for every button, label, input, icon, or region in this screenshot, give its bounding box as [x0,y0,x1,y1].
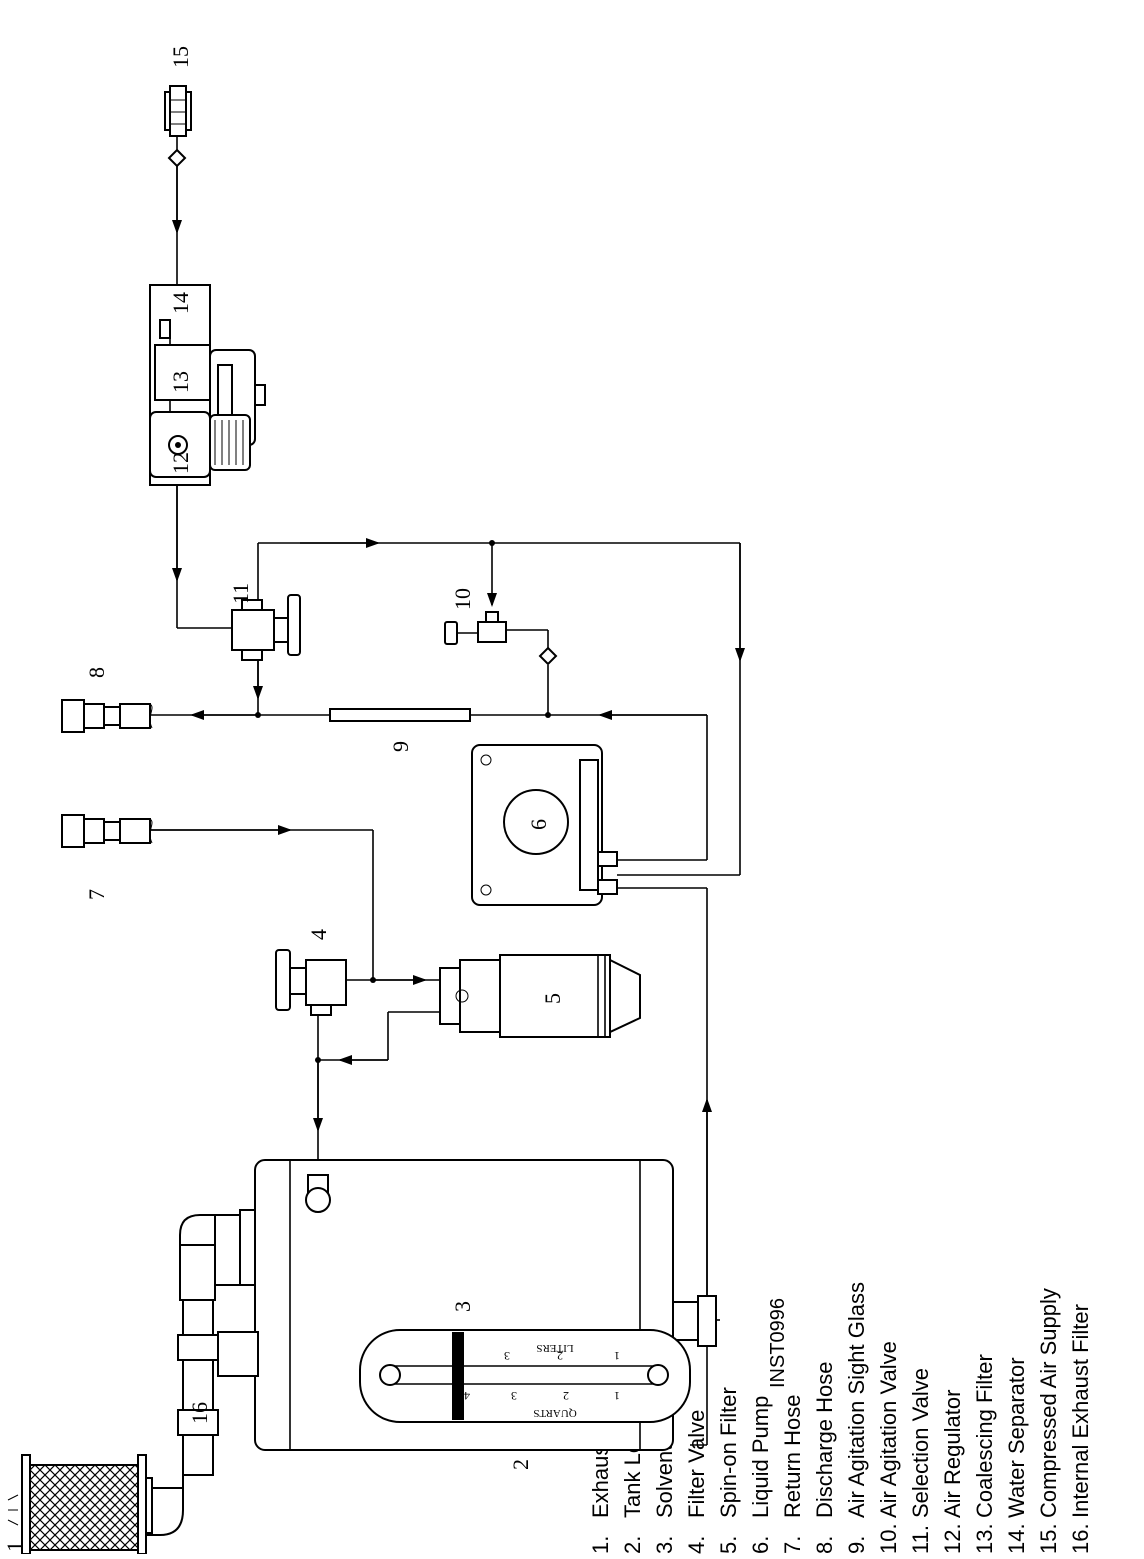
callout-15: 15 [168,46,193,68]
air-agitation-sight-glass [329,708,471,722]
callout-10: 10 [450,588,475,610]
legend-number: 5. [716,1536,741,1554]
legend-number: 3. [652,1536,677,1554]
legend-label: Filter Valve [684,1410,709,1518]
level-top-label: LITERS [536,1342,573,1354]
legend-label: Spin-on Filter [716,1387,741,1518]
callout-9: 9 [388,741,413,752]
legend-number: 10. [876,1523,901,1554]
legend-label: Water Separator [1004,1357,1029,1518]
liters-tick-label: 1 [614,1349,620,1363]
legend-label: Coalescing Filter [972,1354,997,1518]
callout-7: 7 [84,889,109,900]
legend-number: 8. [812,1536,837,1554]
callout-14: 14 [168,292,193,314]
tank-level-indicator: LITERS QUARTS 3 2 1 4 3 2 1 [359,1329,691,1423]
legend-number: 16. [1068,1523,1093,1554]
callout-16: 16 [187,1402,212,1424]
legend-label: Air Agitation Sight Glass [844,1282,869,1518]
exhaust-filter [7,1454,147,1555]
air-agitation-valve [444,611,558,666]
legend-label: Liquid Pump [748,1396,773,1518]
callout-8: 8 [84,667,109,678]
callout-13: 13 [168,371,193,393]
return-hose [61,814,153,848]
legend-label: Compressed Air Supply [1036,1288,1061,1518]
quarts-tick-label: 3 [511,1389,517,1403]
legend-label: Air Agitation Valve [876,1341,901,1518]
legend-number: 4. [684,1536,709,1554]
compressed-air-supply [164,85,192,168]
legend-number: 6. [748,1536,773,1554]
filter-valve [275,949,347,1016]
callout-6: 6 [526,819,551,830]
liquid-pump [471,744,618,906]
discharge-hose [61,699,153,733]
callout-5: 5 [540,993,565,1004]
quarts-tick-label: 4 [464,1389,470,1403]
callout-11: 11 [228,583,253,604]
level-bottom-label: QUARTS [533,1407,576,1419]
drawing-id: INST0996 [767,1298,789,1388]
callout-12: 12 [168,452,193,474]
legend-number: 13. [972,1523,997,1554]
legend-number: 7. [780,1536,805,1554]
air-regulator [149,400,251,478]
callouts: 15 14 13 12 11 10 8 9 6 7 4 5 3 16 2 1 I… [2,46,789,1552]
liters-tick-label: 3 [504,1349,510,1363]
legend-label: Air Regulator [940,1390,965,1518]
legend-number: 12. [940,1523,965,1554]
selection-valve [231,594,301,661]
quarts-tick-label: 2 [563,1389,569,1403]
legend-number: 1. [588,1536,613,1554]
quarts-tick-label: 1 [614,1389,620,1403]
legend-label: Discharge Hose [812,1361,837,1518]
callout-2: 2 [508,1459,533,1470]
spin-on-filter [439,954,641,1038]
legend-number: 9. [844,1536,869,1554]
callout-4: 4 [306,929,331,940]
callout-1: 1 [2,1541,27,1552]
legend-number: 14. [1004,1523,1029,1554]
legend-label: Return Hose [780,1394,805,1518]
legend-label: Selection Valve [908,1368,933,1518]
legend-number: 15. [1036,1523,1061,1554]
flow-lines [150,160,745,1446]
legend-number: 2. [620,1536,645,1554]
internal-exhaust-filter [139,1214,259,1536]
legend-number: 11. [908,1525,933,1554]
liters-tick-label: 2 [557,1349,563,1363]
callout-3: 3 [450,1301,475,1312]
legend-label: Internal Exhaust Filter [1068,1304,1093,1518]
